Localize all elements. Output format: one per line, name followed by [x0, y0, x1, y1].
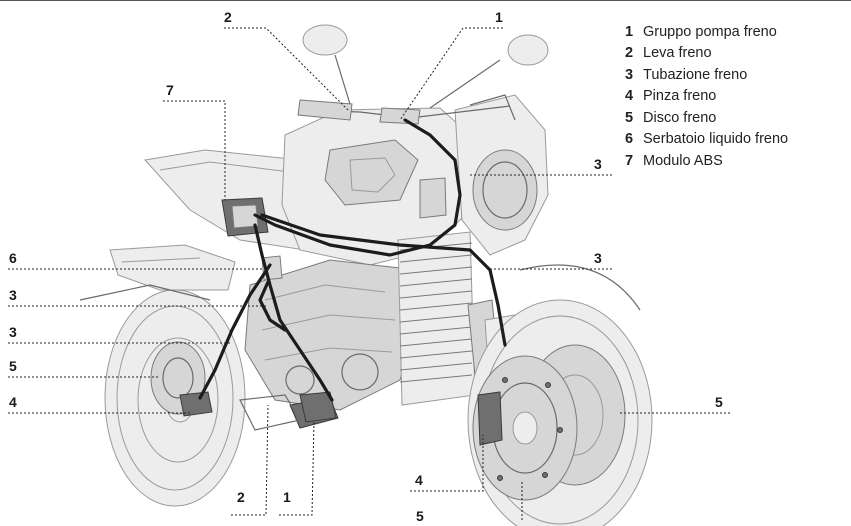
legend-label: Tubazione freno: [643, 67, 747, 83]
legend-label: Pinza freno: [643, 88, 716, 104]
callout-caliper-left: 4: [9, 395, 17, 409]
legend-label: Serbatoio liquido freno: [643, 131, 788, 147]
legend-label: Disco freno: [643, 110, 716, 126]
legend-number: 3: [625, 67, 643, 83]
legend-label: Modulo ABS: [643, 153, 723, 169]
callout-hose-left-upper: 3: [9, 288, 17, 302]
legend-number: 4: [625, 88, 643, 104]
legend-number: 1: [625, 24, 643, 40]
callout-abs-module: 7: [166, 83, 174, 97]
callout-pump-top: 1: [495, 10, 503, 24]
callout-hose-right-upper: 3: [594, 157, 602, 171]
legend-number: 2: [625, 45, 643, 61]
callout-disc-left: 5: [9, 359, 17, 373]
callout-lever-top: 2: [224, 10, 232, 24]
callout-reservoir: 6: [9, 251, 17, 265]
callout-caliper-bottom: 4: [415, 473, 423, 487]
legend-label: Leva freno: [643, 45, 712, 61]
legend-number: 6: [625, 131, 643, 147]
callout-hose-left-lower: 3: [9, 325, 17, 339]
radiator: [398, 232, 475, 405]
callout-lever-bottom: 2: [237, 490, 245, 504]
callout-disc-bottom: 5: [416, 509, 424, 523]
callout-hose-right-lower: 3: [594, 251, 602, 265]
legend-number: 7: [625, 153, 643, 169]
front-caliper: [478, 392, 502, 445]
callout-pump-bottom: 1: [283, 490, 291, 504]
rear-caliper: [180, 392, 212, 416]
callout-disc-right: 5: [715, 395, 723, 409]
legend-label: Gruppo pompa freno: [643, 24, 777, 40]
legend-number: 5: [625, 110, 643, 126]
